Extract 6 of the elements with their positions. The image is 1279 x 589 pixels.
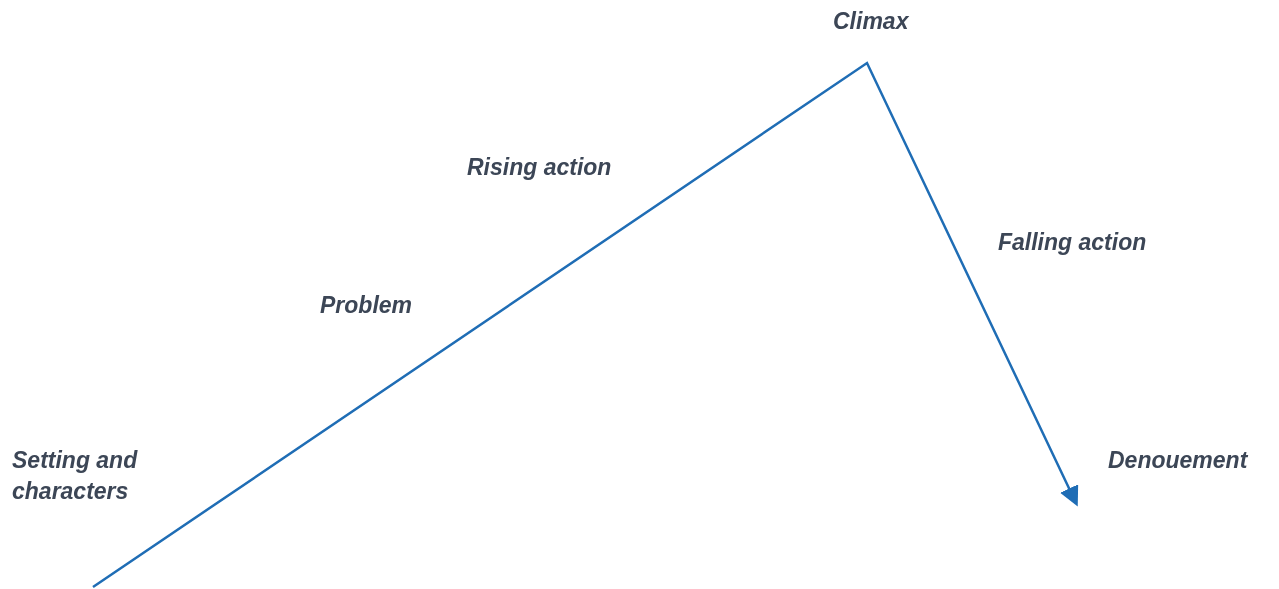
stage-label: Climax bbox=[833, 7, 909, 36]
stage-label: Setting and characters bbox=[12, 446, 139, 506]
stage-label: Denouement bbox=[1108, 446, 1248, 475]
stage-label: Rising action bbox=[467, 153, 612, 182]
stage-label: Falling action bbox=[998, 228, 1147, 257]
stage-label: Problem bbox=[320, 291, 413, 320]
